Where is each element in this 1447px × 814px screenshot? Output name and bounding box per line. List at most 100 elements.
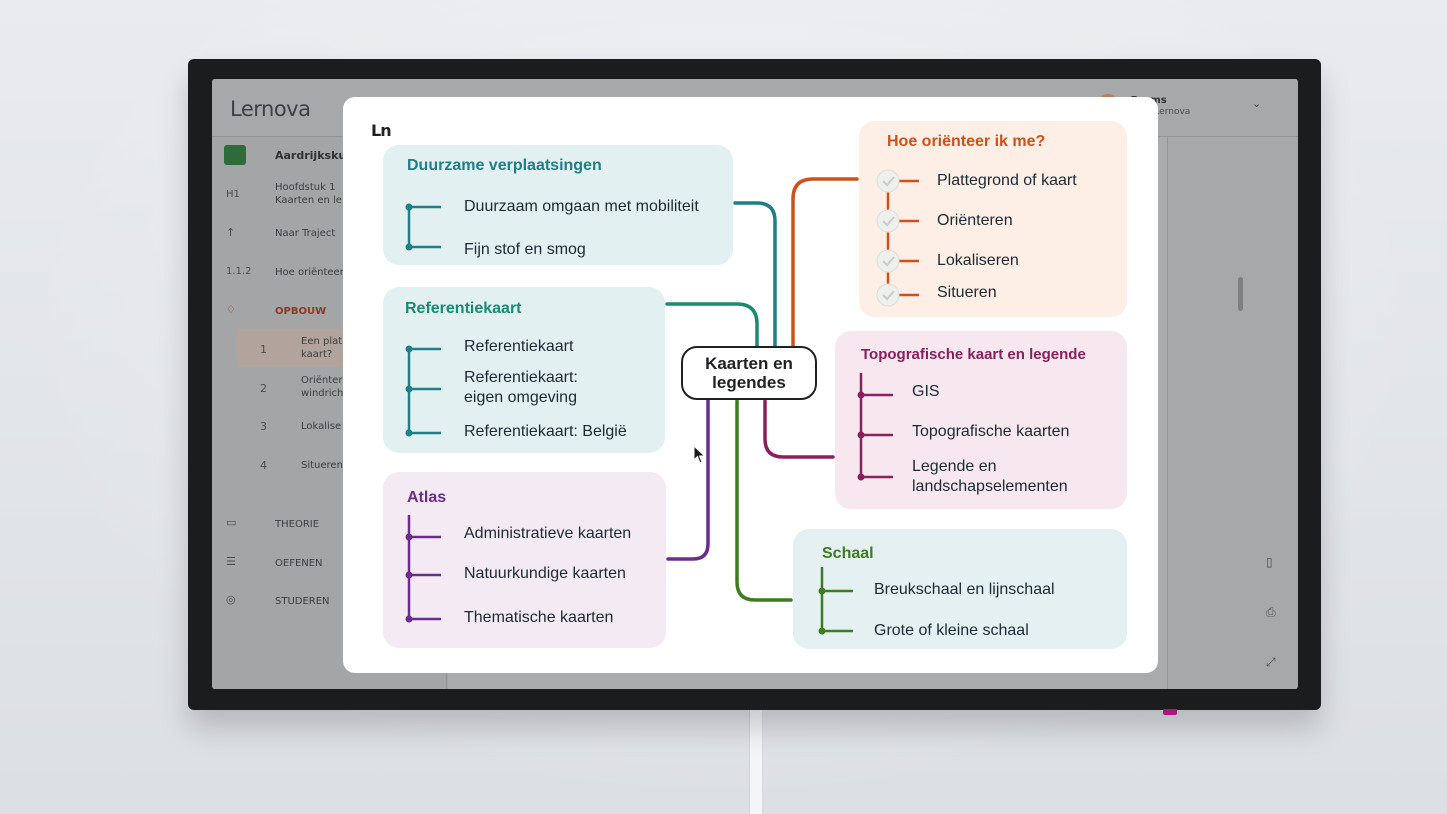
bullet-dot [405, 243, 413, 251]
globe-icon: ◎ [226, 593, 236, 606]
checklist-icon: ☰ [226, 555, 236, 568]
item-link[interactable]: Situeren [937, 284, 997, 301]
bullet-dot [405, 429, 413, 437]
book-open-icon[interactable]: ▯ [1266, 555, 1273, 569]
bullet-dot [405, 615, 413, 623]
bullet-line [409, 347, 441, 435]
bullet-dot [405, 203, 413, 211]
mindmap-connectors [405, 169, 919, 635]
bullet-dot [405, 345, 413, 353]
oefenen-label: OEFENEN [275, 558, 323, 569]
item-link[interactable]: Duurzaam omgaan met mobiliteit [464, 198, 699, 215]
mindmap: Ln [343, 97, 1158, 673]
bullet-dot [405, 533, 413, 541]
step-label: Situeren [301, 460, 343, 471]
step-number: 1 [260, 343, 267, 356]
card-duurzaam [383, 145, 733, 265]
chapter-label-2: Kaarten en le [275, 195, 342, 206]
item-link[interactable]: Legende en landschapselementen [912, 458, 1068, 495]
step-label: kaart? [301, 349, 333, 360]
bullet-line [888, 179, 919, 297]
connector-referentie [665, 302, 759, 349]
tv-cable [749, 708, 763, 814]
mindmap-modal: Ln [343, 97, 1158, 673]
item-link[interactable]: Referentiekaart: België [464, 423, 627, 440]
theorie-label: THEORIE [275, 519, 320, 530]
course-title[interactable]: Aardrijksku [275, 149, 347, 162]
title-referentie: Referentiekaart [405, 300, 522, 317]
check-circle-icon [876, 169, 900, 193]
check-mark [882, 256, 895, 267]
center-node[interactable]: Kaarten en legendes [681, 346, 817, 400]
course-badge-icon [224, 145, 246, 165]
title-orienteer: Hoe oriënteer ik me? [887, 133, 1046, 150]
card-referentie [383, 287, 665, 453]
item-link[interactable]: Referentiekaart: eigen omgeving [464, 369, 578, 406]
item-link[interactable]: Grote of kleine schaal [874, 622, 1029, 639]
title-duurzaam: Duurzame verplaatsingen [407, 157, 602, 174]
connector-orienteer [791, 177, 859, 349]
title-schaal: Schaal [822, 545, 874, 562]
title-atlas: Atlas [407, 489, 447, 506]
bullet-dot [857, 431, 865, 439]
item-link[interactable]: GIS [912, 383, 940, 400]
arrow-up-icon: ↑ [226, 226, 236, 239]
item-link[interactable]: Fijn stof en smog [464, 241, 586, 258]
bullet-line [861, 393, 893, 479]
item-link[interactable]: Natuurkundige kaarten [464, 565, 626, 582]
app-logo[interactable]: Lernova [230, 97, 311, 121]
check-mark [882, 290, 895, 301]
connector-atlas [666, 398, 710, 561]
chevron-down-icon[interactable]: ⌄ [1252, 97, 1262, 110]
step-number: 3 [260, 420, 267, 433]
mouse-cursor-icon [693, 445, 706, 464]
bullet-dot [857, 391, 865, 399]
check-mark [882, 216, 895, 227]
ln-logo-text: Ln [371, 121, 392, 140]
bullet-dot [857, 473, 865, 481]
lightbulb-icon: ♢ [226, 303, 236, 316]
tv-power-led [1163, 709, 1177, 715]
connector-duurzaam [733, 201, 777, 351]
studeren-label: STUDEREN [275, 596, 330, 607]
ln-logo: Ln [371, 121, 392, 140]
connector-topo [763, 399, 835, 459]
scrollbar[interactable] [1238, 277, 1243, 311]
card-orienteer [859, 121, 1127, 317]
step-number: 4 [260, 459, 267, 472]
check-mark [882, 176, 895, 187]
item-link[interactable]: Oriënteren [937, 212, 1013, 229]
step-label: Een plat [301, 336, 343, 347]
tv-screen: Lernova n Faems -admin Lernova ⌄ Aardrij… [212, 79, 1298, 689]
bullet-dot [818, 587, 826, 595]
bullet-line [409, 205, 441, 249]
book-icon: ▭ [226, 516, 237, 529]
item-link[interactable]: Thematische kaarten [464, 609, 614, 626]
step-label: Oriënter [301, 375, 343, 386]
bullet-line [409, 535, 441, 621]
item-link[interactable]: Breukschaal en lijnschaal [874, 581, 1055, 598]
chapter-code: H1 [226, 189, 240, 200]
bullet-dot [405, 571, 413, 579]
check-circle-icon [876, 249, 900, 273]
print-icon[interactable]: ⎙ [1266, 605, 1276, 619]
step-label: windrich [301, 388, 344, 399]
item-link[interactable]: Lokaliseren [937, 252, 1019, 269]
right-panel [1167, 137, 1298, 689]
item-link[interactable]: Referentiekaart [464, 338, 574, 355]
title-topo: Topografische kaart en legende [861, 346, 1086, 363]
item-link[interactable]: Administratieve kaarten [464, 525, 632, 542]
check-circle-icon [876, 209, 900, 233]
check-circle-icon [876, 283, 900, 307]
card-schaal [793, 529, 1127, 649]
fullscreen-icon[interactable]: ⤢ [1266, 655, 1276, 669]
bullet-dot [818, 627, 826, 635]
step-number: 2 [260, 382, 267, 395]
card-topo [835, 331, 1127, 509]
item-link[interactable]: Topografische kaarten [912, 423, 1070, 440]
connector-schaal [735, 399, 793, 602]
item-link[interactable]: Plattegrond of kaart [937, 172, 1077, 189]
chapter-label-1: Hoofdstuk 1 [275, 182, 336, 193]
back-label: Naar Traject [275, 228, 336, 239]
section-code: 1.1.2 [226, 266, 252, 277]
